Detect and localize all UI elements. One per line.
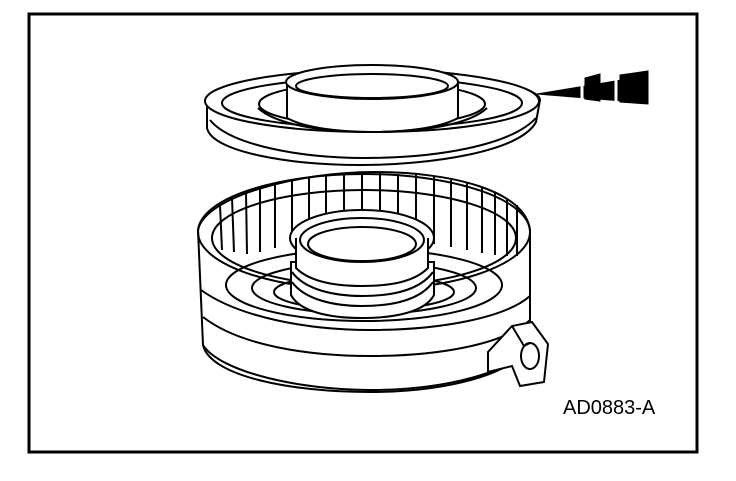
figure-code-label: AD0883-A — [563, 397, 656, 419]
drum-band-lower — [202, 316, 531, 358]
cover-collar-rim-line — [257, 107, 488, 134]
piston-cover — [204, 64, 542, 167]
cover-collar-bore — [295, 73, 449, 99]
hub-groove-2 — [291, 281, 434, 308]
drum-band-upper — [200, 289, 531, 332]
center-hub — [289, 209, 435, 320]
drum-lug — [487, 320, 550, 388]
hub-bore — [307, 226, 417, 262]
pointer-arrow-icon — [536, 70, 649, 105]
hub-groove-1 — [291, 271, 434, 298]
figure-border — [27, 12, 699, 454]
cover-flange-lower-lip — [209, 117, 537, 160]
